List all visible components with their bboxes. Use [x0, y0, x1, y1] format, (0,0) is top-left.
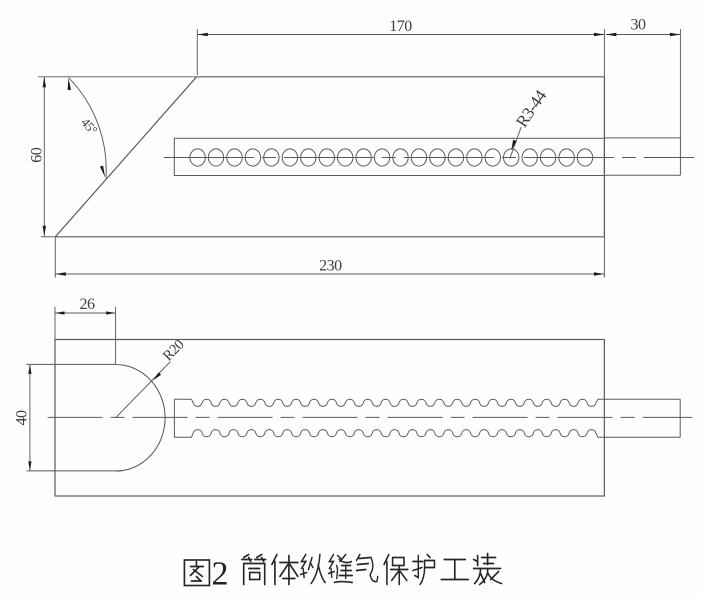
svg-text:40: 40 [14, 410, 31, 426]
svg-text:2: 2 [212, 556, 229, 593]
svg-text:230: 230 [319, 258, 342, 275]
svg-text:60: 60 [29, 147, 46, 163]
svg-text:170: 170 [389, 18, 412, 35]
svg-text:30: 30 [631, 17, 647, 34]
svg-text:26: 26 [80, 296, 96, 313]
